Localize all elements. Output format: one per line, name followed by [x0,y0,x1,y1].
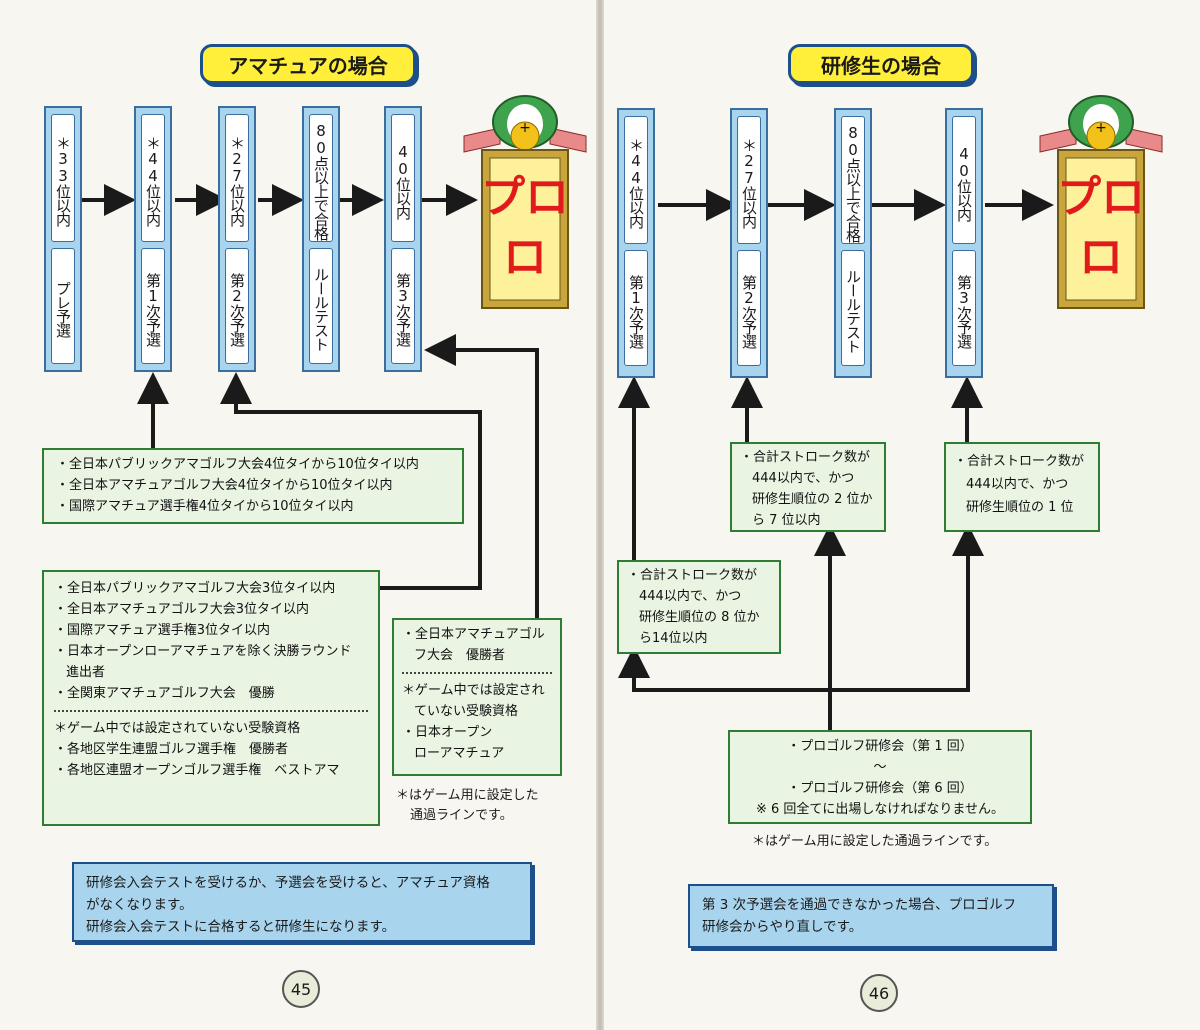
list-item: 444以内で、かつ [627,586,771,607]
stage-condition: ＊27位以内 [737,116,761,244]
dotted-divider [54,710,368,712]
box-note: ＊ゲーム中では設定され [402,680,552,701]
stage-condition: 40位以内 [952,116,976,244]
page-number: 46 [860,974,898,1012]
stage-pre-qualifier: ＊33位以内 プレ予選 [44,106,82,372]
list-item: 研修生順位の 2 位か [740,489,876,510]
footnote-line: 通過ラインです。 [396,806,539,826]
box-note: ※ 6 回全てに出場しなければなりません。 [738,799,1022,820]
qualification-box-1: ・全日本パブリックアマゴルフ大会4位タイから10位タイ以内 ・全日本アマチュアゴ… [42,448,464,524]
svg-text:ロ: ロ [1079,232,1123,283]
pro-label: プロ [1057,172,1145,223]
list-item: ・全日本アマチュアゴルフ大会4位タイから10位タイ以内 [56,475,450,496]
stage-condition: ＊27位以内 [225,114,249,242]
list-item: ら 7 位以内 [740,510,876,531]
stage-1st-qualifier: ＊44位以内 第1次予選 [617,108,655,378]
stage-2nd-qualifier: ＊27位以内 第2次予選 [218,106,256,372]
stage-name: 第2次予選 [737,250,761,366]
info-box: 研修会入会テストを受けるか、予選会を受けると、アマチュア資格 がなくなります。 … [72,862,532,942]
list-item: ・各地区学生連盟ゴルフ選手権 優勝者 [54,739,368,760]
svg-text:ロ: ロ [503,232,547,283]
svg-text:+: + [519,120,531,136]
arrow-boxD-to-boxC [634,654,830,690]
list-item: ・合計ストローク数が [954,450,1090,473]
stage-3rd-qualifier: 40位以内 第3次予選 [945,108,983,378]
info-line: 研修会入会テストに合格すると研修生になります。 [86,916,518,938]
stage-condition: 80点以上で合格 [309,114,333,242]
stage-name: 第3次予選 [391,248,415,364]
info-line: がなくなります。 [86,894,518,916]
stage-name: 第3次予選 [952,250,976,366]
pro-label: プロ [481,172,569,223]
left-title: アマチュアの場合 [200,44,416,84]
pro-emblem: + プロ ロ [1036,88,1166,316]
stage-2nd-qualifier: ＊27位以内 第2次予選 [730,108,768,378]
dotted-divider [402,672,552,674]
stage-name: 第2次予選 [225,248,249,364]
list-item: 444以内で、かつ [954,473,1090,496]
stage-rule-test: 80点以上で合格 ルールテスト [834,108,872,378]
info-line: 研修会からやり直しです。 [702,916,1040,938]
qualification-box-2: ・全日本パブリックアマゴルフ大会3位タイ以内 ・全日本アマチュアゴルフ大会3位タ… [42,570,380,826]
list-item: ～ [738,757,1022,778]
right-title: 研修生の場合 [788,44,974,84]
list-item: ・全日本アマチュアゴルフ大会3位タイ以内 [54,599,368,620]
qualification-box-3: ・全日本アマチュアゴル フ大会 優勝者 ＊ゲーム中では設定され ていない受験資格… [392,618,562,776]
condition-box-A: ・合計ストローク数が 444以内で、かつ 研修生順位の 2 位か ら 7 位以内 [730,442,886,532]
box-note: ていない受験資格 [402,701,552,722]
list-item: ・全日本パブリックアマゴルフ大会3位タイ以内 [54,578,368,599]
list-item: ・各地区連盟オープンゴルフ選手権 ベストアマ [54,760,368,781]
list-item: 444以内で、かつ [740,468,876,489]
list-item: ・合計ストローク数が [740,447,876,468]
page-number: 45 [282,970,320,1008]
footnote: ＊はゲーム用に設定した 通過ラインです。 [396,786,539,826]
footnote: ＊はゲーム用に設定した通過ラインです。 [752,832,997,852]
stage-name: プレ予選 [51,248,75,364]
arrow-boxD-to-boxB [830,532,968,690]
list-item: ・国際アマチュア選手権3位タイ以内 [54,620,368,641]
list-item: ・プロゴルフ研修会（第 6 回） [738,778,1022,799]
footnote-line: ＊はゲーム用に設定した [396,786,539,806]
svg-text:+: + [1095,120,1107,136]
stage-3rd-qualifier: 40位以内 第3次予選 [384,106,422,372]
info-line: 第 3 次予選会を通過できなかった場合、プロゴルフ [702,894,1040,916]
list-item: ・日本オープンローアマチュアを除く決勝ラウンド [54,641,368,662]
box-note: ＊ゲーム中では設定されていない受験資格 [54,718,368,739]
stage-condition: ＊44位以内 [141,114,165,242]
list-item: ・全日本アマチュアゴル [402,624,552,645]
info-line: 研修会入会テストを受けるか、予選会を受けると、アマチュア資格 [86,872,518,894]
condition-box-D: ・プロゴルフ研修会（第 1 回） ～ ・プロゴルフ研修会（第 6 回） ※ 6 … [728,730,1032,824]
list-item: ・プロゴルフ研修会（第 1 回） [738,736,1022,757]
pro-emblem: + プロ ロ [460,88,590,316]
stage-condition: ＊33位以内 [51,114,75,242]
list-item: ・合計ストローク数が [627,565,771,586]
list-item: ら14位以内 [627,628,771,649]
stage-name: 第1次予選 [141,248,165,364]
info-box: 第 3 次予選会を通過できなかった場合、プロゴルフ 研修会からやり直しです。 [688,884,1054,948]
stage-name: ルールテスト [841,250,865,366]
stage-condition: 40位以内 [391,114,415,242]
stage-1st-qualifier: ＊44位以内 第1次予選 [134,106,172,372]
list-item: ・日本オープン [402,722,552,743]
list-item: ・国際アマチュア選手権4位タイから10位タイ以内 [56,496,450,517]
list-item: ローアマチュア [402,743,552,764]
stage-name: 第1次予選 [624,250,648,366]
condition-box-B: ・合計ストローク数が 444以内で、かつ 研修生順位の 1 位 [944,442,1100,532]
list-item: ・全関東アマチュアゴルフ大会 優勝 [54,683,368,704]
stage-name: ルールテスト [309,248,333,364]
stage-condition: ＊44位以内 [624,116,648,244]
list-item: フ大会 優勝者 [402,645,552,666]
stage-rule-test: 80点以上で合格 ルールテスト [302,106,340,372]
list-item: 研修生順位の 1 位 [954,496,1090,519]
stage-condition: 80点以上で合格 [841,116,865,244]
condition-box-C: ・合計ストローク数が 444以内で、かつ 研修生順位の 8 位か ら14位以内 [617,560,781,654]
list-item: 進出者 [54,662,368,683]
list-item: ・全日本パブリックアマゴルフ大会4位タイから10位タイ以内 [56,454,450,475]
list-item: 研修生順位の 8 位か [627,607,771,628]
